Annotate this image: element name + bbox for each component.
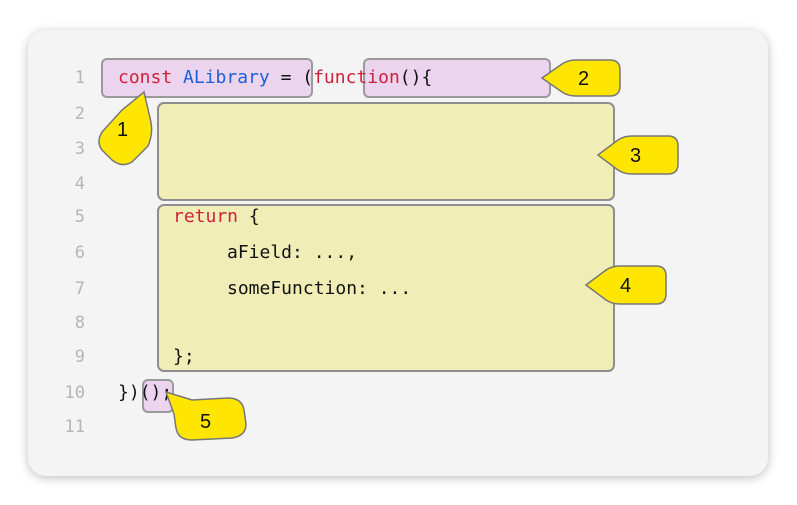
callout-5-label: 5 bbox=[200, 411, 211, 433]
callout-2: 2 bbox=[540, 59, 621, 97]
code-line-1: 1 const ALibrary = (function(){ bbox=[0, 63, 797, 93]
private-scope-block bbox=[157, 102, 615, 201]
code-line-2: 2 bbox=[0, 99, 797, 129]
code-line-6: 6 aField: ..., bbox=[0, 238, 797, 268]
close-function: }) bbox=[118, 382, 140, 403]
function-keyword-highlight bbox=[363, 58, 551, 98]
function-params: (){ bbox=[399, 67, 433, 88]
callout-3: 3 bbox=[596, 135, 679, 175]
code-line-5: 5 return { bbox=[0, 202, 797, 232]
code-line-7: 7 someFunction: ... bbox=[0, 274, 797, 304]
code-text: return { bbox=[173, 202, 260, 232]
open-brace: { bbox=[238, 206, 260, 227]
assign-operator: = ( bbox=[269, 67, 314, 88]
line-number: 6 bbox=[74, 243, 85, 263]
code-line-4: 4 bbox=[0, 169, 797, 199]
line-number: 3 bbox=[74, 139, 85, 159]
line-number: 8 bbox=[74, 313, 85, 333]
callout-1: 1 bbox=[98, 90, 153, 166]
library-identifier: ALibrary bbox=[183, 67, 270, 88]
callout-3-label: 3 bbox=[630, 145, 641, 167]
function-keyword: function bbox=[313, 67, 400, 88]
line-number: 11 bbox=[64, 417, 85, 437]
invocation-parens: () bbox=[139, 382, 162, 403]
const-declaration-highlight bbox=[101, 58, 313, 98]
line-number: 5 bbox=[74, 207, 85, 227]
code-line-8: 8 bbox=[0, 308, 797, 338]
line-number: 10 bbox=[64, 383, 85, 403]
line-number: 7 bbox=[74, 279, 85, 299]
callout-2-label: 2 bbox=[578, 68, 589, 90]
code-line-3: 3 bbox=[0, 134, 797, 164]
return-object-block bbox=[157, 204, 615, 372]
code-line-9: 9 }; bbox=[0, 342, 797, 372]
return-keyword: return bbox=[173, 206, 239, 227]
callout-4: 4 bbox=[584, 265, 667, 305]
callout-1-label: 1 bbox=[117, 119, 128, 141]
code-text: const ALibrary = (function(){ bbox=[118, 63, 432, 93]
line-number: 9 bbox=[74, 347, 85, 367]
const-keyword: const bbox=[118, 67, 173, 88]
line-number: 2 bbox=[74, 104, 85, 124]
code-line-10: 10 })(); bbox=[0, 378, 797, 408]
callout-4-label: 4 bbox=[620, 275, 631, 297]
close-object: }; bbox=[173, 346, 195, 367]
somefunction-property: someFunction: ... bbox=[227, 278, 412, 299]
callout-5: 5 bbox=[164, 390, 247, 441]
afield-property: aField: ..., bbox=[227, 242, 358, 263]
line-number: 4 bbox=[74, 174, 85, 194]
line-number: 1 bbox=[74, 68, 85, 88]
code-line-11: 11 bbox=[0, 412, 797, 442]
